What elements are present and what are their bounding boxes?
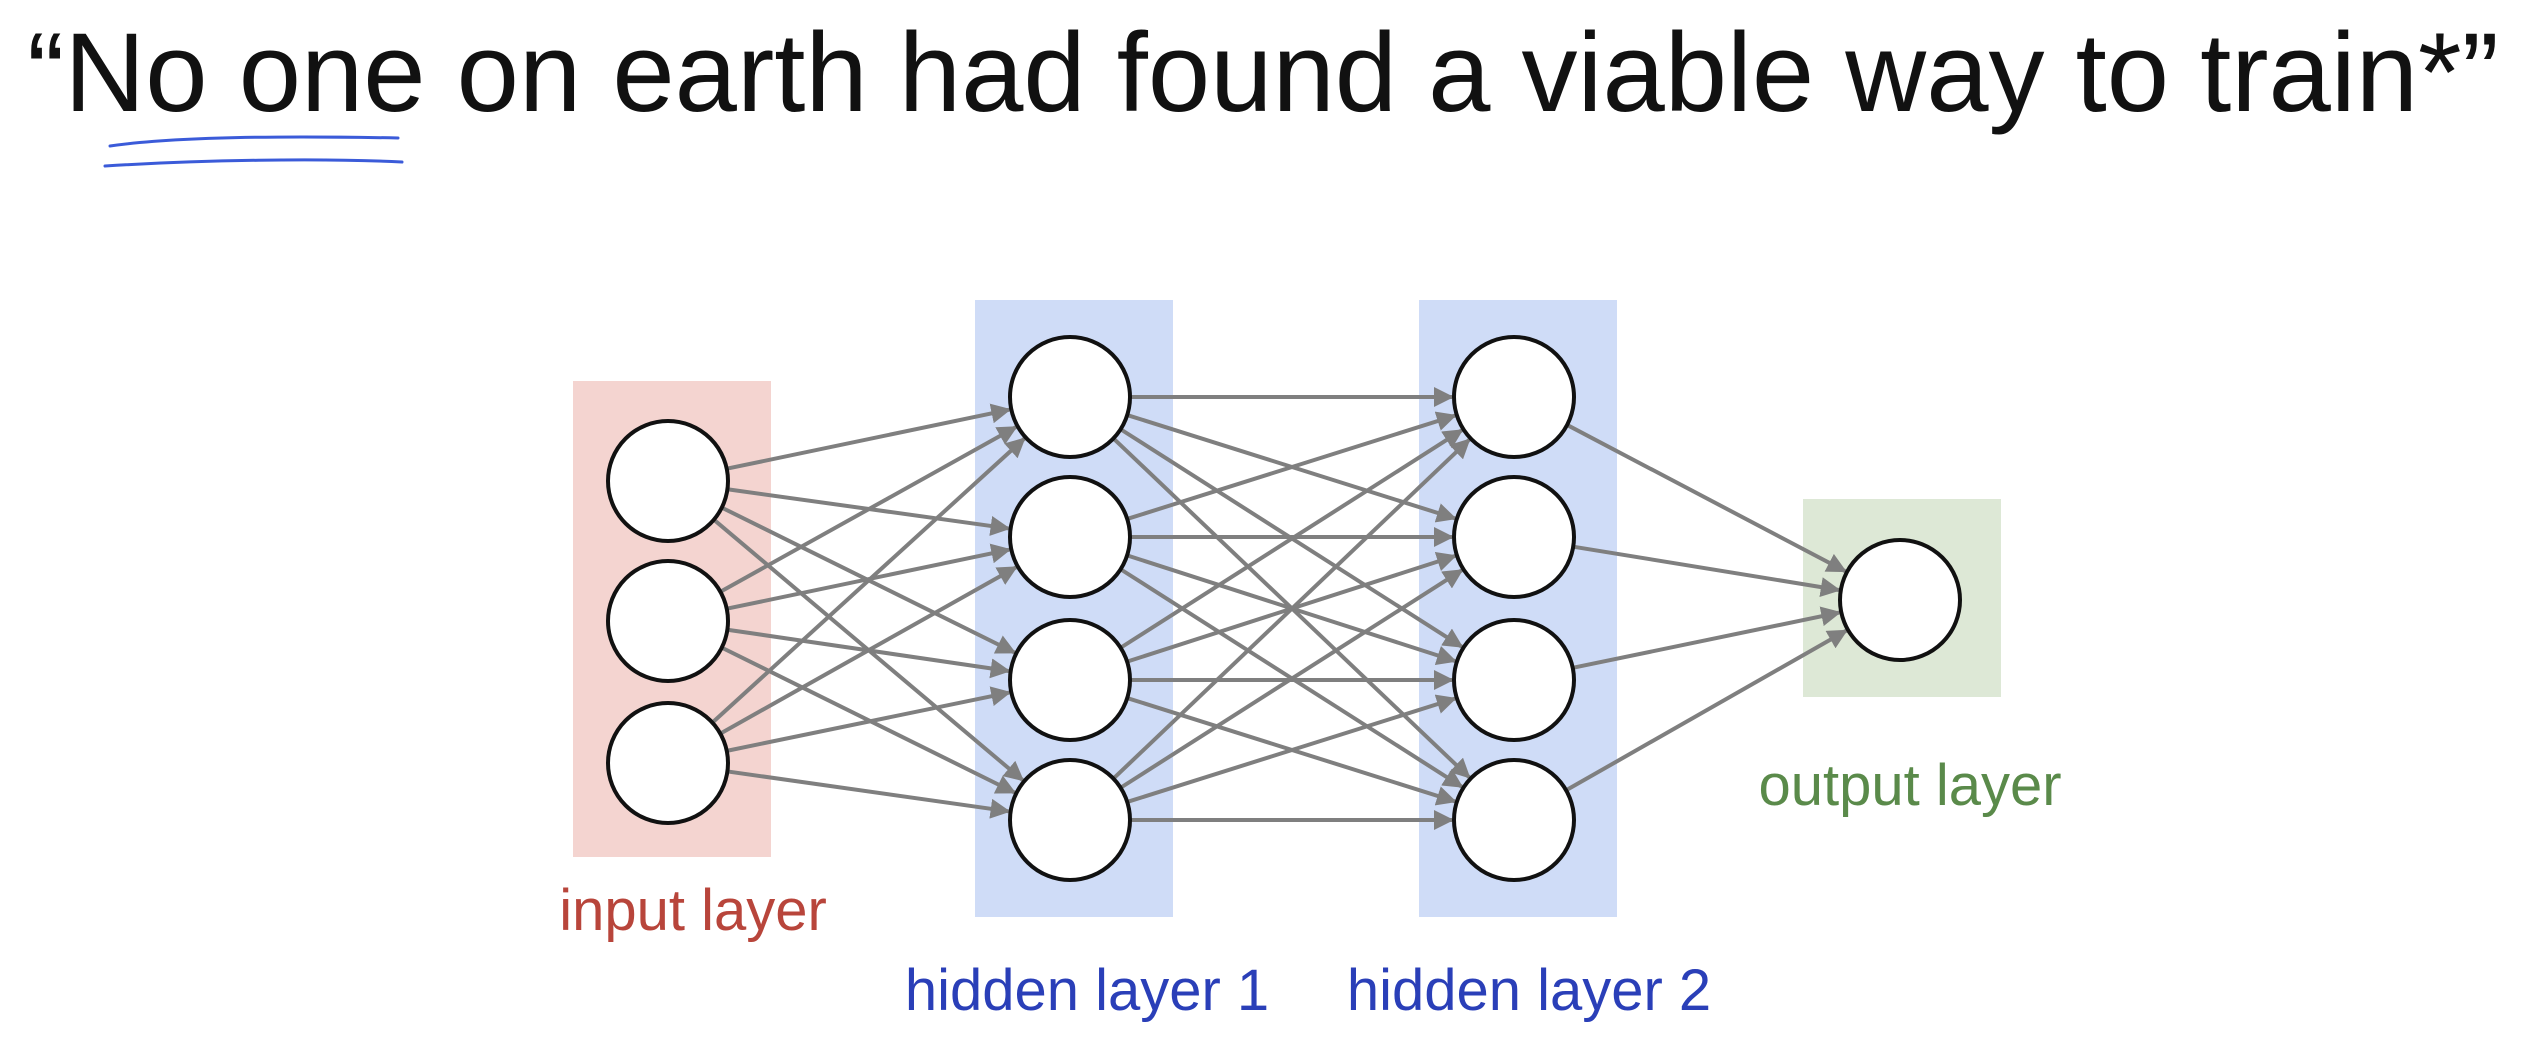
quote-text: “No one on earth had found a viable way … xyxy=(27,10,2499,135)
connection-edge xyxy=(1112,438,1471,781)
connection-edge xyxy=(726,403,1012,471)
connection-edge xyxy=(726,686,1012,753)
connection-edge xyxy=(719,425,1018,594)
layer-label: input layer xyxy=(559,878,827,943)
neuron-node xyxy=(606,559,730,683)
neuron-node xyxy=(1838,538,1962,662)
connection-edge xyxy=(711,437,1026,725)
connection-edge xyxy=(719,565,1018,736)
neuron-node xyxy=(1008,758,1132,882)
connection-edge xyxy=(1126,694,1457,804)
neuron-node xyxy=(1008,335,1132,459)
neuron-node xyxy=(1008,475,1132,599)
connection-edge xyxy=(1565,628,1848,793)
neuron-node xyxy=(1452,758,1576,882)
neuron-node xyxy=(606,701,730,825)
neuron-node xyxy=(1452,335,1576,459)
connection-edge xyxy=(1126,411,1457,521)
neuron-node xyxy=(606,419,730,543)
layer-label: hidden layer 1 xyxy=(905,958,1269,1023)
connection-edge xyxy=(1119,568,1464,790)
quote-title: “No one on earth had found a viable way … xyxy=(0,8,2526,137)
connection-edge xyxy=(1566,423,1847,573)
neuron-node xyxy=(1008,618,1132,742)
connection-edge xyxy=(727,769,1011,819)
handwritten-underline-annotation xyxy=(103,135,404,168)
underline-stroke xyxy=(103,158,404,168)
underline-stroke xyxy=(108,135,400,148)
layer-label: hidden layer 2 xyxy=(1347,958,1711,1023)
connection-edge xyxy=(1119,428,1464,650)
connection-edge xyxy=(1572,544,1841,597)
layer-label: output layer xyxy=(1758,753,2061,818)
neuron-node xyxy=(1452,618,1576,742)
connection-edge xyxy=(1572,606,1842,670)
neuron-node xyxy=(1452,475,1576,599)
